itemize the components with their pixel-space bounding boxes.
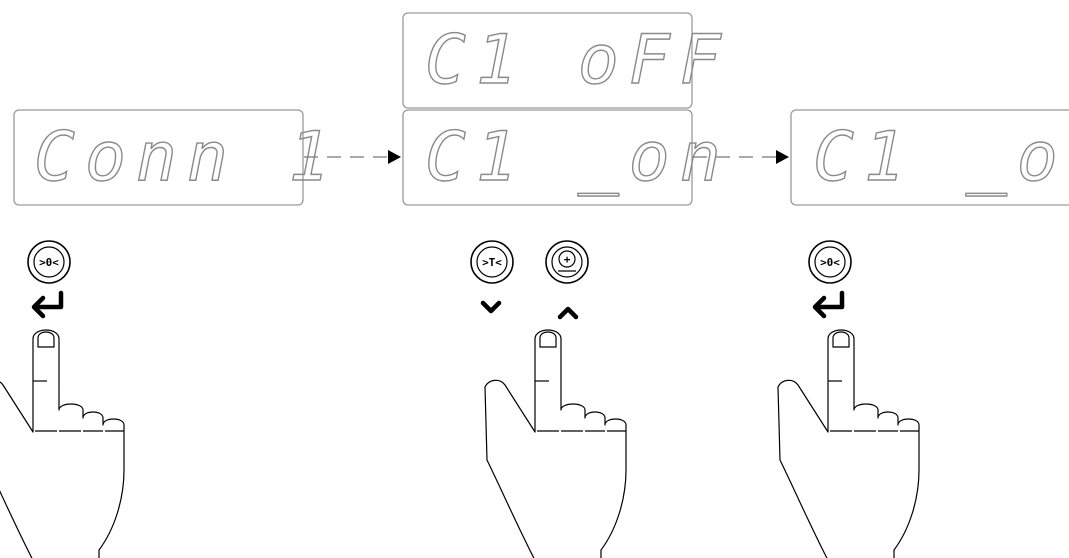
zero-button-right[interactable]: >0< — [808, 240, 852, 284]
zero-button-left[interactable]: >0< — [27, 240, 71, 284]
display-center-bottom-text: C1 _on — [425, 118, 731, 197]
flow-arrow-2 — [693, 150, 789, 164]
display-center-top-text: C1 oFF — [425, 21, 731, 100]
return-arrow-icon — [34, 293, 61, 316]
chevron-down-icon — [480, 300, 502, 314]
display-right-text: C1 _on — [813, 118, 1069, 197]
pointing-hand-icon — [777, 329, 920, 558]
display-left: Conn 1 — [13, 109, 340, 206]
display-left-text: Conn 1 — [34, 118, 340, 197]
plus-circle-icon — [558, 250, 576, 268]
return-arrow-icon — [815, 293, 842, 316]
chevron-up-icon — [557, 306, 579, 320]
zero-button-right-label: >0< — [820, 256, 840, 269]
tare-button-label: >T< — [482, 256, 502, 269]
tare-button[interactable]: >T< — [470, 240, 514, 284]
arrowhead-icon — [388, 150, 401, 164]
zero-button-left-label: >0< — [39, 256, 59, 269]
display-center-top: C1 oFF — [402, 12, 731, 109]
flow-arrow-1 — [304, 150, 401, 164]
arrowhead-icon — [776, 150, 789, 164]
display-center-bottom: C1 _on — [402, 109, 731, 206]
pointing-hand-icon — [0, 329, 125, 558]
pointing-hand-icon — [484, 329, 627, 558]
plus-button[interactable]: + — [545, 240, 589, 284]
plus-button-label: + — [564, 253, 571, 266]
display-right: C1 _on — [790, 109, 1069, 206]
